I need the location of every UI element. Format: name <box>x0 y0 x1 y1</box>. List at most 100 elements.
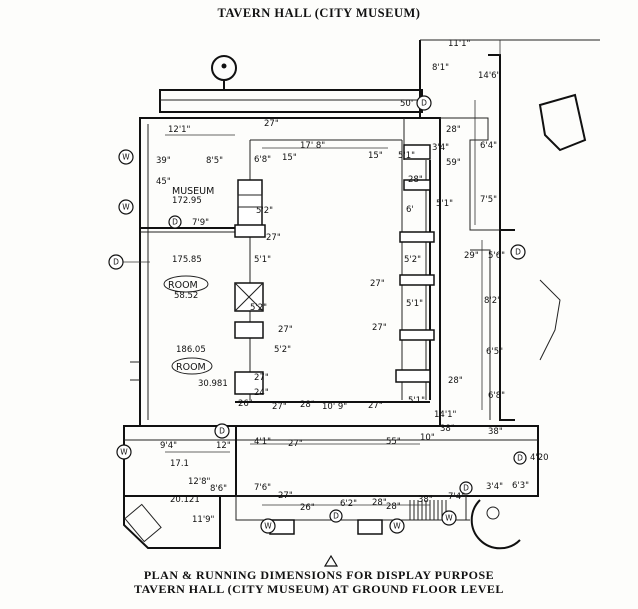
door-marker: D <box>168 215 182 229</box>
area-note: 20.121 <box>170 495 200 505</box>
room-labels: MUSEUM ROOM ROOM <box>163 186 214 375</box>
dimension-label: 27" <box>272 402 287 412</box>
dimension-label: 5'2" <box>250 303 267 313</box>
dimension-label: 7'4" <box>448 492 465 502</box>
central-hall <box>235 139 430 403</box>
dimension-label: 3'4" <box>432 143 449 153</box>
dimension-label: 27" <box>254 373 269 383</box>
door-marker: D <box>510 244 526 260</box>
dimension-label: 59" <box>446 158 461 168</box>
top-cornice <box>159 89 423 113</box>
dimension-label: 27" <box>370 279 385 289</box>
dimension-label: 6'3" <box>512 481 529 491</box>
dimension-label: 50' <box>400 99 413 109</box>
window-marker: W <box>116 444 132 460</box>
dimension-label: 24" <box>254 388 269 398</box>
window-marker: W <box>118 199 134 215</box>
dimension-label: 14'1" <box>434 410 457 420</box>
dimension-label: 27" <box>368 401 383 411</box>
dimension-label: 15" <box>282 153 297 163</box>
dimension-label: 29" <box>464 251 479 261</box>
dimension-label: 27" <box>266 233 281 243</box>
left-piers <box>234 179 266 395</box>
dimension-label: 5'1" <box>254 255 271 265</box>
dimension-label: 28" <box>448 376 463 386</box>
svg-text:W: W <box>122 203 130 212</box>
dimension-label: 5'1" <box>408 396 425 406</box>
dimension-label: 7'9" <box>192 218 209 228</box>
dimension-label: 5'2" <box>404 255 421 265</box>
room-label-museum: MUSEUM <box>172 186 214 197</box>
dimension-label: 55" <box>386 437 401 447</box>
dimension-label: 11'9" <box>192 515 215 525</box>
dimension-label: 26" <box>300 503 315 513</box>
window-marker: W <box>441 510 457 526</box>
dimension-label: 6'8" <box>254 155 271 165</box>
svg-text:D: D <box>113 258 119 267</box>
door-marker: D <box>513 451 527 465</box>
dimension-label: 27" <box>288 439 303 449</box>
dimension-label: 7'6" <box>254 483 271 493</box>
dimension-label: 5'1" <box>398 151 415 161</box>
dimension-label: 8'2" <box>484 296 501 306</box>
svg-text:W: W <box>120 448 128 457</box>
right-colonnade <box>395 118 435 400</box>
dimension-label: 12'8" <box>188 477 211 487</box>
right-annex <box>419 39 600 421</box>
area-note: 186.05 <box>176 345 206 355</box>
dimension-label: 8'1" <box>432 63 449 73</box>
dimension-label: 27" <box>264 119 279 129</box>
dimension-label: 6'4" <box>480 141 497 151</box>
dimension-label: 6'2" <box>340 499 357 509</box>
dimension-label: 28" <box>408 175 423 185</box>
dimension-label: 28" <box>386 502 401 512</box>
dimension-label: 12" <box>216 441 231 451</box>
dimension-label: 8'5" <box>206 156 223 166</box>
finial <box>211 55 237 90</box>
dimension-label: 5'1" <box>406 299 423 309</box>
dimension-labels: 11'1"8'1"14'6"50'12'1"27"17' 8"15"6'8"15… <box>156 39 549 525</box>
dimension-label: 15" <box>368 151 383 161</box>
door-marker: D <box>214 423 230 439</box>
dimension-label: 27" <box>278 491 293 501</box>
door-marker: D <box>329 509 343 523</box>
area-note: 30.981 <box>198 379 228 389</box>
window-marker: W <box>260 518 276 534</box>
room-label-room-1: ROOM <box>168 280 198 291</box>
dimension-label: 4'1" <box>254 437 271 447</box>
dimension-label: 6'8" <box>488 391 505 401</box>
dimension-label: 7'5" <box>480 195 497 205</box>
door-marker: D <box>108 254 124 270</box>
dimension-label: 28" <box>372 498 387 508</box>
dimension-label: 8'6" <box>210 484 227 494</box>
svg-text:D: D <box>333 512 339 521</box>
dimension-label: 5'6" <box>488 251 505 261</box>
dimension-label: 6' <box>406 205 414 215</box>
area-note: 175.85 <box>172 255 202 265</box>
svg-text:W: W <box>393 522 401 531</box>
svg-text:D: D <box>463 484 469 493</box>
plan-caption-line-2: TAVERN HALL (CITY MUSEUM) AT GROUND FLOO… <box>134 582 504 596</box>
dimension-label: 38" <box>440 424 455 434</box>
dimension-label: 14'6" <box>478 71 501 81</box>
dimension-label: 38" <box>488 427 503 437</box>
dimension-label: 38" <box>418 495 433 505</box>
svg-text:D: D <box>517 454 523 463</box>
dimension-label: 4'20 <box>530 453 549 463</box>
dimension-label: 5'1" <box>436 199 453 209</box>
door-marker: D <box>416 95 432 111</box>
area-note: 172.95 <box>172 196 202 206</box>
dimension-label: 28" <box>446 125 461 135</box>
svg-text:W: W <box>445 514 453 523</box>
area-note: 17.1 <box>170 459 189 469</box>
window-marker: W <box>389 518 405 534</box>
room-label-room-2: ROOM <box>176 362 206 373</box>
dimension-label: 5'2" <box>256 206 273 216</box>
svg-text:W: W <box>264 522 272 531</box>
door-marker: D <box>459 481 473 495</box>
svg-text:D: D <box>172 218 178 227</box>
dimension-label: 26" <box>238 399 253 409</box>
